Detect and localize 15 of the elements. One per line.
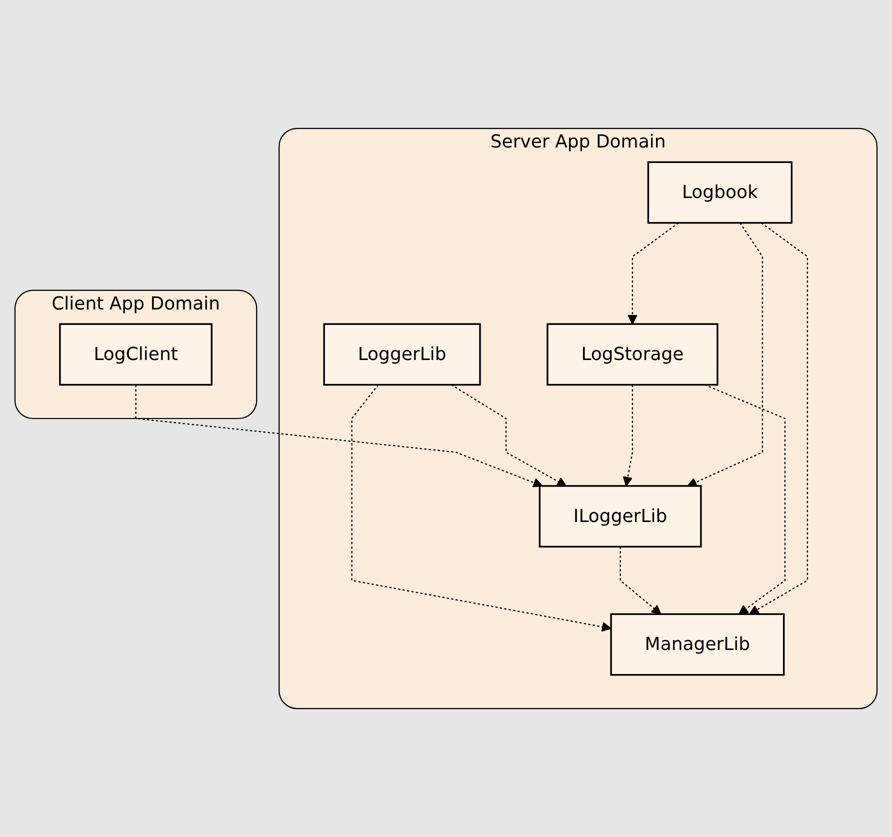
arrow (351, 384, 612, 632)
node-box: Logbook (647, 161, 792, 224)
arrow (704, 384, 786, 615)
arrow (451, 384, 567, 486)
node-box: ILoggerLib (538, 485, 702, 548)
arrow (135, 384, 543, 488)
arrow (749, 222, 808, 615)
arrow (622, 384, 634, 486)
node-box: ManagerLib (610, 613, 785, 676)
node-box: LogClient (59, 323, 212, 386)
arrow (628, 222, 679, 324)
arrow (620, 546, 662, 615)
node-box: LoggerLib (323, 323, 481, 386)
node-box: LogStorage (546, 323, 718, 386)
arrow (687, 222, 763, 487)
